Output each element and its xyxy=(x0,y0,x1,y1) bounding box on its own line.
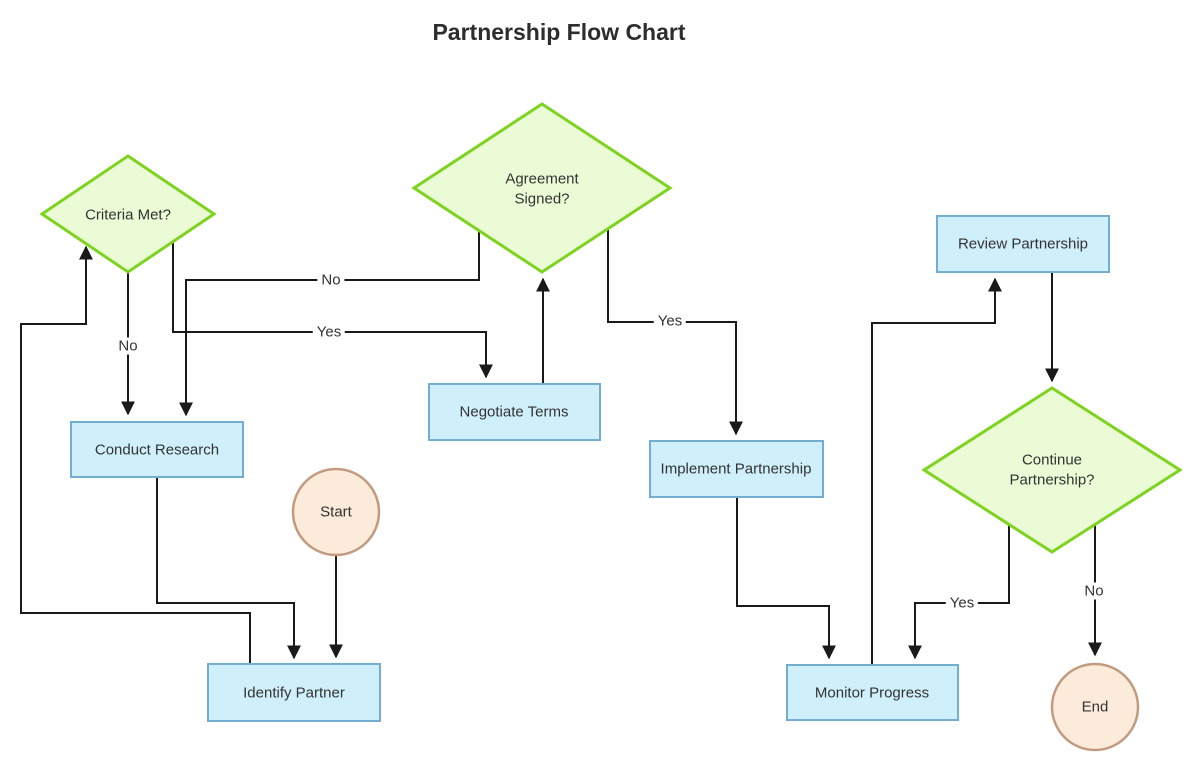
edge-agreement-yes-to-implement-partnership xyxy=(607,229,743,436)
nodes xyxy=(39,102,1183,752)
node-implement-partnership[interactable] xyxy=(649,440,824,498)
node-conduct-research[interactable] xyxy=(70,421,244,478)
node-continue-partnership[interactable] xyxy=(921,386,1183,554)
node-identify-partner[interactable] xyxy=(207,663,381,722)
node-monitor-progress[interactable] xyxy=(786,664,959,721)
edge-conduct-research-to-identify-partner xyxy=(156,477,301,660)
chart-title: Partnership Flow Chart xyxy=(432,19,686,45)
node-negotiate-terms[interactable] xyxy=(428,383,601,441)
edge-monitor-to-review-partnership xyxy=(871,277,1002,665)
edge-criteria-yes-to-negotiate-terms xyxy=(172,242,493,379)
node-agreement-signed[interactable] xyxy=(411,102,673,274)
node-start[interactable] xyxy=(291,467,381,557)
node-end[interactable] xyxy=(1050,662,1140,752)
node-criteria-met[interactable] xyxy=(39,154,217,274)
edge-implement-to-monitor-progress xyxy=(736,497,836,660)
edge-identify-partner-to-criteria-met xyxy=(20,245,251,664)
edge-continue-yes-to-monitor-progress xyxy=(908,525,1010,660)
node-review-partnership[interactable] xyxy=(936,215,1110,273)
